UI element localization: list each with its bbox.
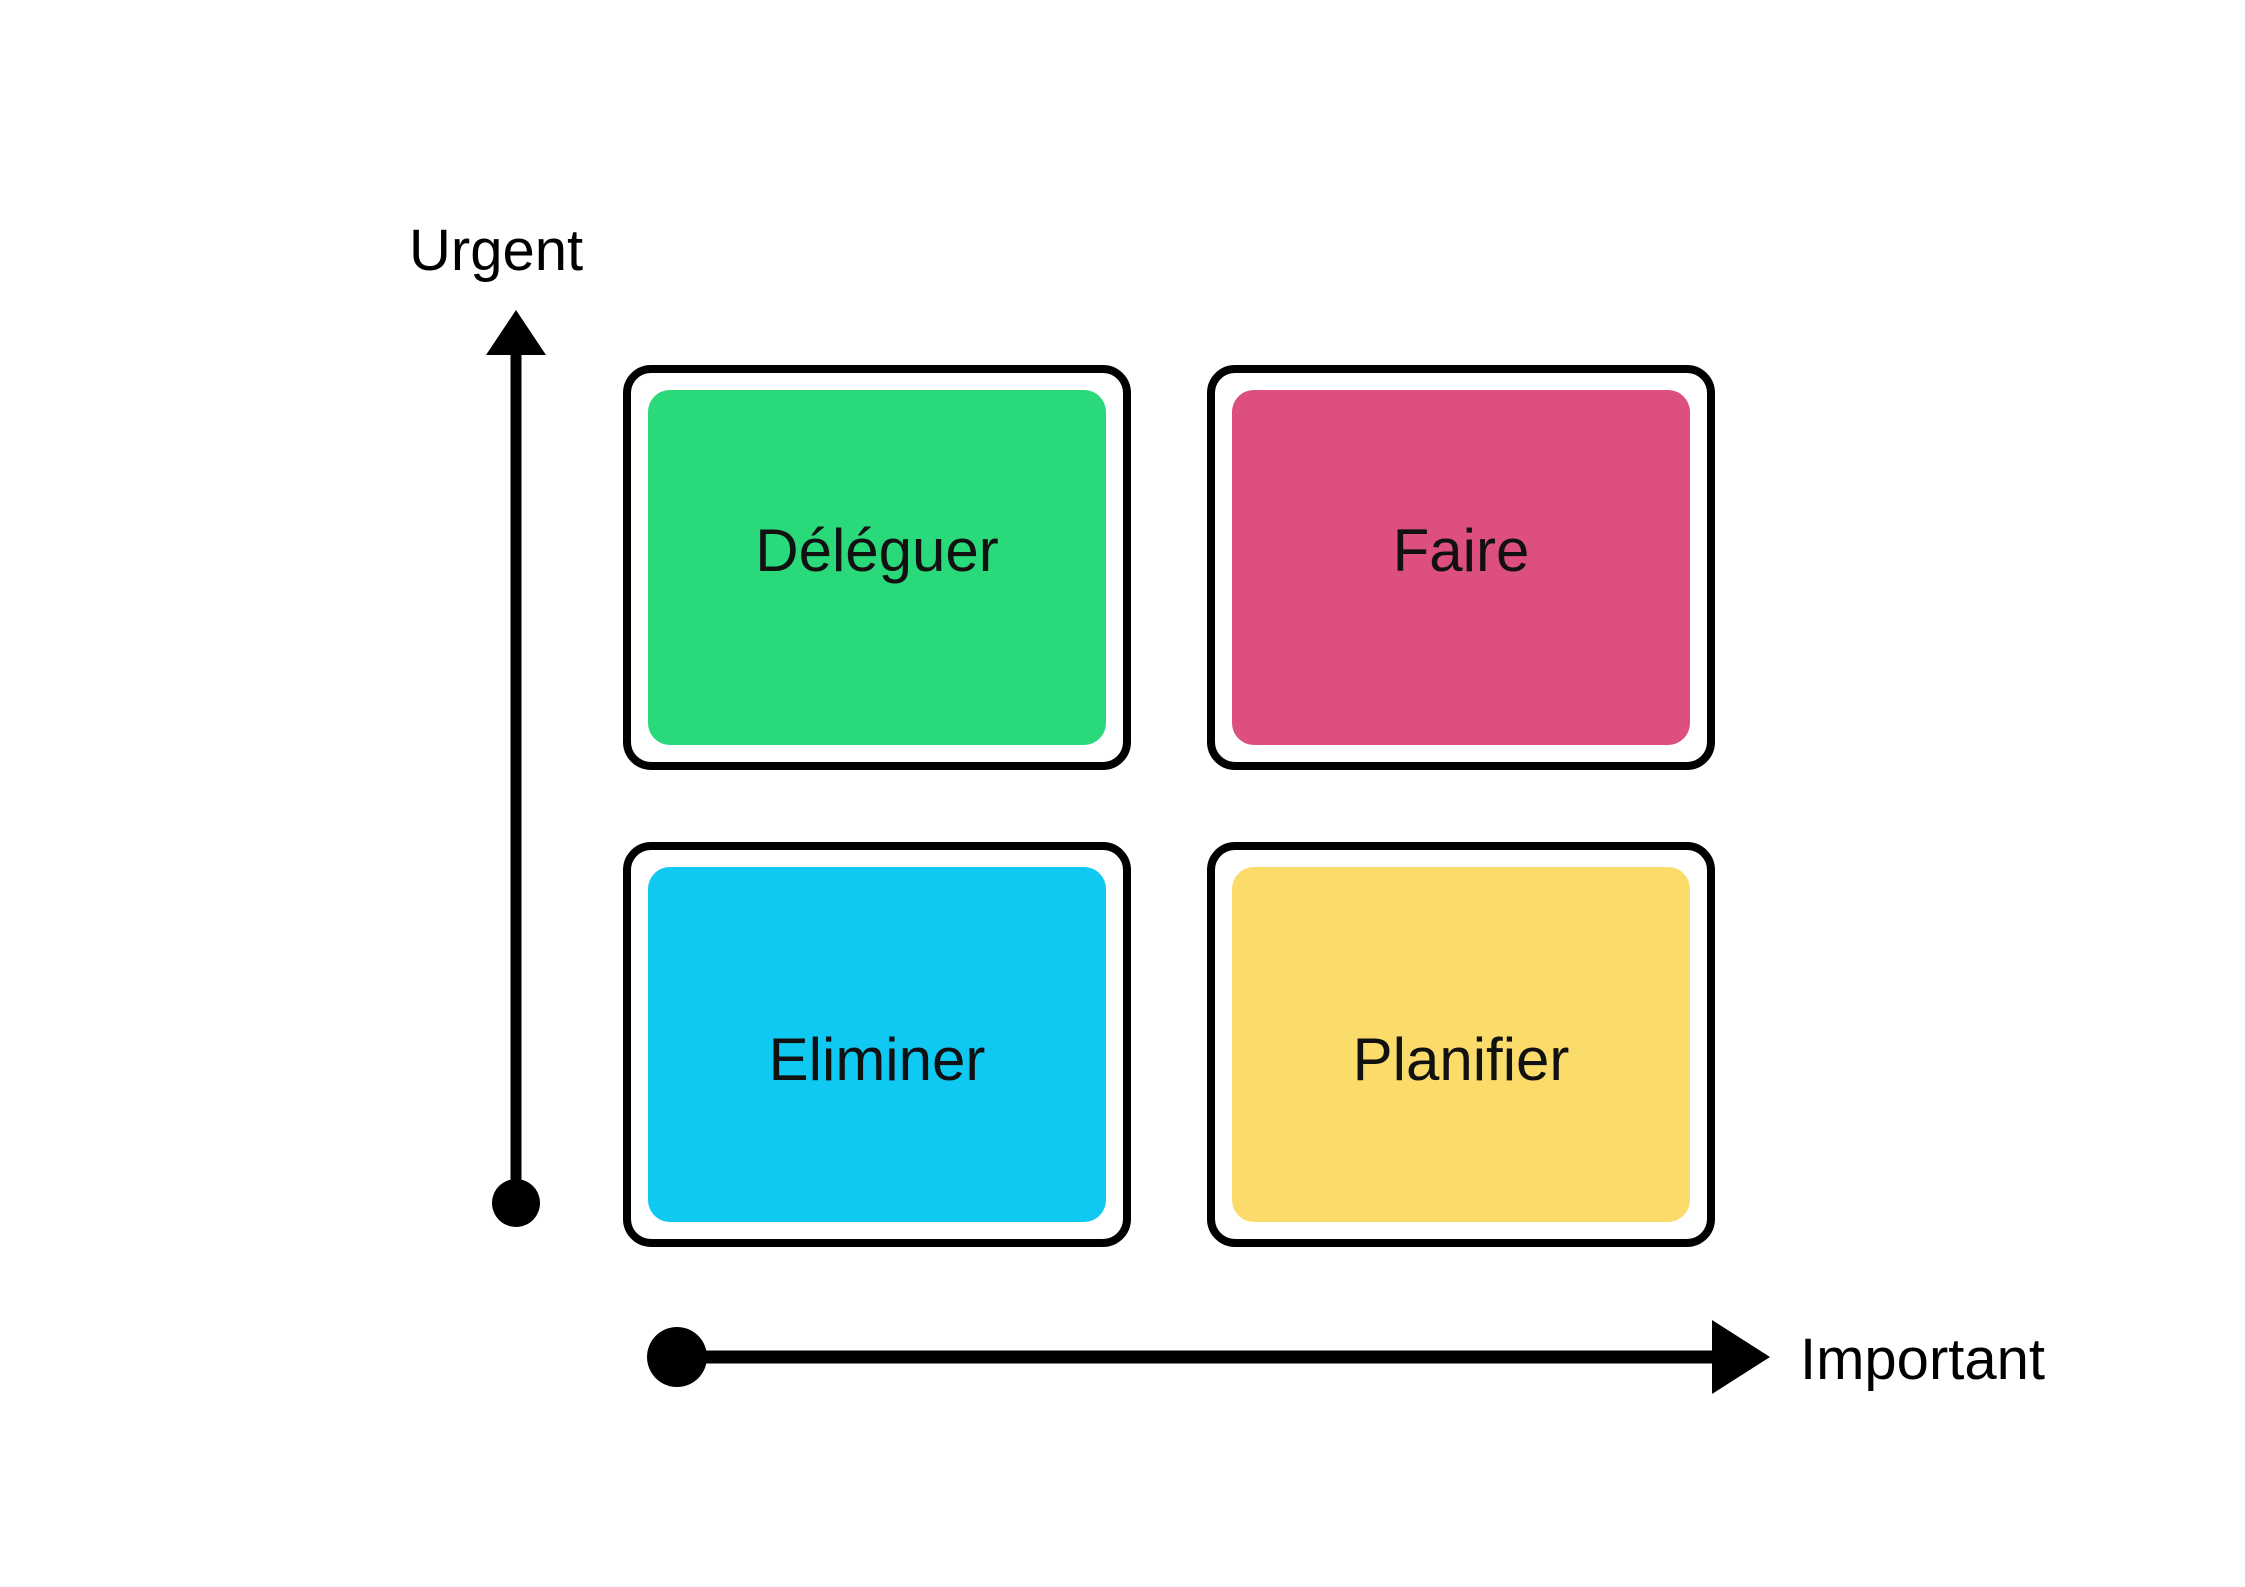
y-axis-origin-dot — [492, 1179, 540, 1227]
quadrant-label: Déléguer — [755, 517, 999, 584]
x-axis-arrowhead — [1712, 1320, 1770, 1394]
quadrant-do: Faire — [1207, 365, 1715, 770]
quadrant-fill — [648, 390, 1106, 745]
quadrant-label: Faire — [1392, 517, 1530, 584]
quadrant-eliminate: Eliminer — [623, 842, 1131, 1247]
quadrant-label: Eliminer — [768, 1026, 986, 1093]
y-axis-arrowhead — [486, 310, 546, 355]
quadrant-fill — [1232, 867, 1690, 1222]
quadrant-fill — [648, 867, 1106, 1222]
quadrant-delegate: Déléguer — [623, 365, 1131, 770]
x-axis-label: Important — [1800, 1327, 2045, 1392]
quadrant-label: Planifier — [1352, 1026, 1570, 1093]
quadrant-plan: Planifier — [1207, 842, 1715, 1247]
y-axis-label: Urgent — [409, 218, 584, 283]
quadrant-fill — [1232, 390, 1690, 745]
x-axis-origin-dot — [647, 1327, 707, 1387]
